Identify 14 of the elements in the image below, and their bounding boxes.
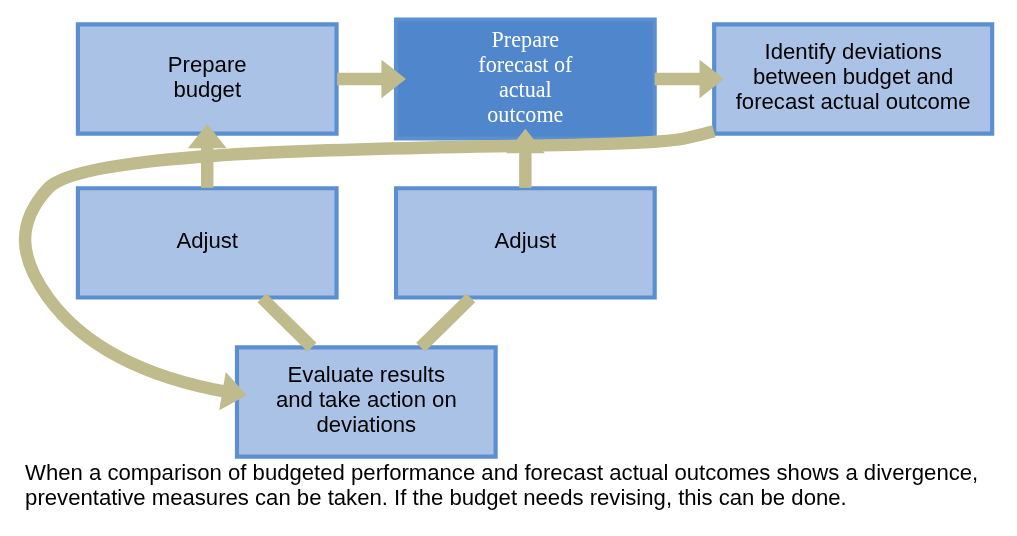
node-box: Prepare forecast of actual outcome	[393, 16, 657, 141]
node-box: Identify deviations between budget and forecast actual outcome	[712, 21, 995, 136]
node-box: Adjust	[75, 185, 339, 300]
connector	[257, 293, 317, 352]
arrow	[506, 128, 545, 188]
caption: When a comparison of budgeted performance and forecast actual outcomes shows a divergence, preventative measures can be taken. If the budget needs revising, this can be done.	[25, 459, 979, 510]
node-box: Adjust	[393, 185, 657, 300]
node-box: Evaluate results and take action on deviations	[234, 344, 498, 459]
node-box: Prepare budget	[75, 21, 339, 136]
arrow	[654, 59, 725, 98]
arrow	[19, 124, 716, 410]
arrow	[337, 59, 406, 98]
connector	[416, 293, 476, 352]
arrow	[187, 123, 227, 188]
